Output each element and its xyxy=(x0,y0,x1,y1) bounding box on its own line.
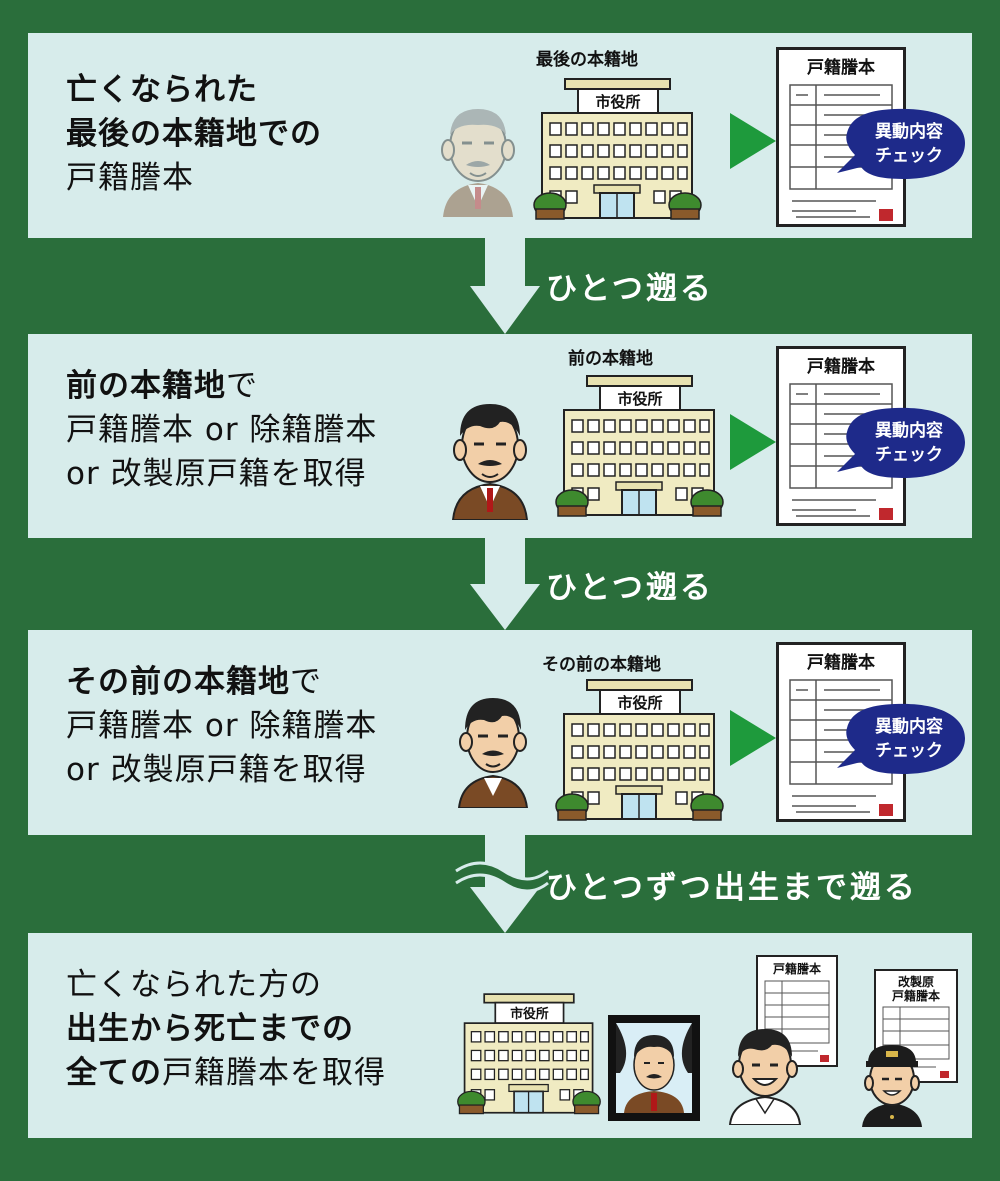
text-segment: 最後の本籍地 xyxy=(66,116,258,152)
bubble-text: チェック xyxy=(875,146,943,166)
text-segment: 全ての xyxy=(66,1055,162,1091)
panel-text: 亡くなられた 最後の本籍地での 戸籍謄本 xyxy=(66,68,322,200)
student-icon xyxy=(862,1045,922,1127)
text-segment: での xyxy=(258,116,322,152)
panel-earlier-domicile: その前の本籍地で 戸籍謄本 or 除籍謄本 or 改製原戸籍を取得 その前の本籍… xyxy=(28,630,972,835)
text-segment: で xyxy=(226,368,258,404)
text-segment: 戸籍謄本 or 除籍謄本 xyxy=(66,708,378,744)
city-hall-icon: 市役所 xyxy=(457,993,601,1115)
text-segment: 亡くなられた xyxy=(66,72,258,108)
city-hall-label: 市役所 xyxy=(595,93,640,111)
city-hall-label: 市役所 xyxy=(617,694,662,712)
document-title: 戸籍謄本 xyxy=(807,652,875,673)
document-title: 改製原 xyxy=(898,974,934,989)
text-segment: or 改製原戸籍を取得 xyxy=(66,752,367,788)
office-label: その前の本籍地 xyxy=(542,655,661,675)
middle-aged-man-icon xyxy=(451,404,529,520)
deceased-person-icon xyxy=(441,109,515,217)
panel-previous-domicile: 前の本籍地で 戸籍謄本 or 除籍謄本 or 改製原戸籍を取得 前の本籍地 市役… xyxy=(28,334,972,538)
step-label: ひとつずつ出生まで遡る xyxy=(546,870,918,906)
young-adult-icon xyxy=(728,1029,802,1125)
bubble-text: 異動内容 xyxy=(875,121,943,142)
city-hall-label: 市役所 xyxy=(510,1006,549,1022)
panel-all-registers: 亡くなられた方の 出生から死亡までの 全ての戸籍謄本を取得 市役所 xyxy=(28,933,972,1138)
play-arrow-icon xyxy=(730,710,776,766)
play-arrow-icon xyxy=(730,113,776,169)
step-label: ひとつ遡る xyxy=(546,271,714,307)
city-hall-icon: 市役所 xyxy=(533,78,702,220)
document-title: 戸籍謄本 xyxy=(773,961,821,976)
panel-last-domicile: 亡くなられた 最後の本籍地での 戸籍謄本 最後の本籍地 xyxy=(28,33,972,238)
text-segment: で xyxy=(290,664,322,700)
bubble-text: チェック xyxy=(875,445,943,465)
text-segment: 出生から死亡までの xyxy=(66,1011,354,1047)
document-title: 戸籍謄本 xyxy=(807,356,875,377)
wavy-down-arrow xyxy=(455,835,549,933)
text-segment: 戸籍謄本 or 除籍謄本 xyxy=(66,412,378,448)
text-segment: その前の本籍地 xyxy=(66,664,290,700)
check-changes-bubble: 異動内容 チェック xyxy=(837,703,965,774)
city-hall-label: 市役所 xyxy=(617,390,662,408)
down-arrow xyxy=(470,538,540,630)
text-segment: 戸籍謄本を取得 xyxy=(162,1055,386,1091)
memorial-portrait-icon xyxy=(608,1015,700,1121)
text-segment: 亡くなられた方の xyxy=(66,967,322,1003)
bubble-text: 異動内容 xyxy=(875,420,943,441)
down-arrow xyxy=(470,238,540,334)
text-segment: 戸籍謄本 xyxy=(66,160,194,196)
check-changes-bubble: 異動内容 チェック xyxy=(837,108,965,179)
office-label: 前の本籍地 xyxy=(568,349,653,369)
city-hall-icon: 市役所 xyxy=(555,375,724,517)
bubble-text: 異動内容 xyxy=(875,716,943,737)
city-hall-icon: 市役所 xyxy=(555,679,724,821)
panel-text: 前の本籍地で 戸籍謄本 or 除籍謄本 or 改製原戸籍を取得 xyxy=(66,364,377,496)
document-title: 戸籍謄本 xyxy=(892,988,940,1003)
young-man-icon xyxy=(457,698,529,808)
document-title: 戸籍謄本 xyxy=(807,57,875,78)
check-changes-bubble: 異動内容 チェック xyxy=(837,407,965,478)
office-label: 最後の本籍地 xyxy=(536,50,638,70)
panel-text: その前の本籍地で 戸籍謄本 or 除籍謄本 or 改製原戸籍を取得 xyxy=(66,660,377,792)
text-segment: or 改製原戸籍を取得 xyxy=(66,456,367,492)
bubble-text: チェック xyxy=(875,741,943,761)
panel-text: 亡くなられた方の 出生から死亡までの 全ての戸籍謄本を取得 xyxy=(66,963,386,1095)
text-segment: 前の本籍地 xyxy=(66,368,226,404)
step-label: ひとつ遡る xyxy=(546,570,714,606)
play-arrow-icon xyxy=(730,414,776,470)
